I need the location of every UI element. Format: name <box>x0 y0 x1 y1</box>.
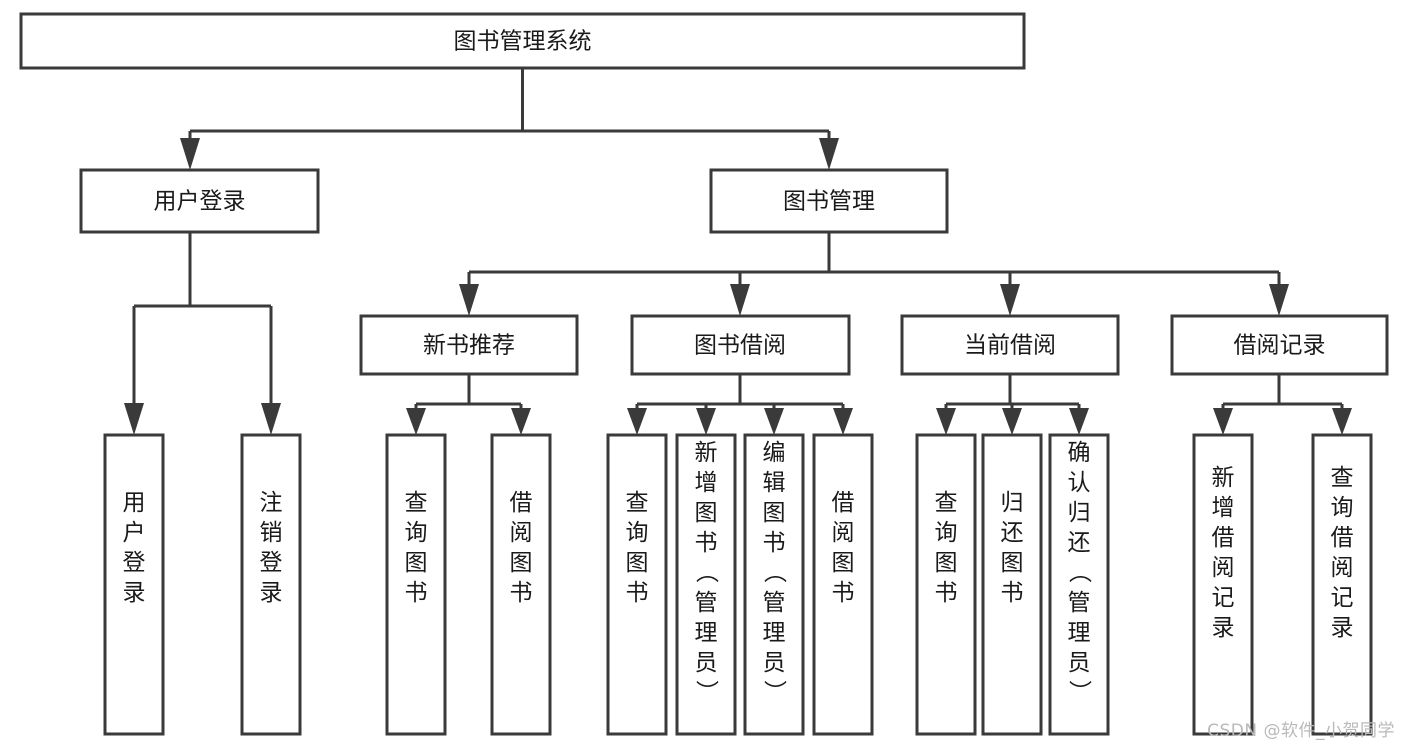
node-borrow-record[interactable]: 借阅记录 <box>1170 314 1389 376</box>
leaf-user-login-box[interactable] <box>103 433 165 736</box>
node-book-manage-label: 图书管理 <box>783 189 875 215</box>
node-new-book-rec-label: 新书推荐 <box>423 333 515 359</box>
leaf-node[interactable]: 确认归还（管理员） <box>1048 433 1110 736</box>
leaf-add-book-box[interactable] <box>675 433 737 736</box>
arrowhead-leaf-logout <box>261 403 281 435</box>
arrowhead-leaf-query-book-3 <box>936 408 956 435</box>
leaf-query-book-3-label: 查询图书 <box>935 490 958 606</box>
arrowhead-leaf-user-login <box>124 403 144 435</box>
leaf-node[interactable]: 查询图书 <box>385 433 447 736</box>
node-root-label: 图书管理系统 <box>454 29 592 55</box>
node-book-borrow-label: 图书借阅 <box>694 333 786 359</box>
arrowhead-to-user-login <box>180 138 200 170</box>
leaf-logout-label: 注销登录 <box>260 490 283 606</box>
leaf-user-login-label: 用户登录 <box>123 490 146 606</box>
leaf-node[interactable]: 注销登录 <box>240 433 302 736</box>
connector-group-borrow-record <box>1213 374 1352 435</box>
leaf-borrow-book-2-label: 借阅图书 <box>832 490 855 606</box>
leaf-add-book-label: 新增图书（管理员） <box>695 440 720 706</box>
leaf-query-book-1-label: 查询图书 <box>405 490 428 606</box>
node-book-manage-box[interactable] <box>709 168 949 234</box>
arrowhead-leaf-return-book <box>1002 408 1022 435</box>
arrowhead-leaf-confirm-return <box>1069 408 1089 435</box>
leaf-query-record-box[interactable] <box>1311 433 1373 736</box>
node-borrow-record-label: 借阅记录 <box>1234 333 1326 359</box>
node-new-book-rec[interactable]: 新书推荐 <box>359 314 579 376</box>
leaf-borrow-book-1-label: 借阅图书 <box>510 490 533 606</box>
node-borrow-record-box[interactable] <box>1170 314 1389 376</box>
node-user-login-box[interactable] <box>79 168 320 234</box>
node-current-borrow[interactable]: 当前借阅 <box>900 314 1120 376</box>
node-current-borrow-label: 当前借阅 <box>964 333 1056 359</box>
connector-group-book-manage <box>459 232 1289 316</box>
connector-group-root <box>180 68 839 170</box>
arrowhead-leaf-query-book-1 <box>406 408 426 435</box>
arrowhead-leaf-query-book-2 <box>627 408 647 435</box>
node-book-manage[interactable]: 图书管理 <box>709 168 949 234</box>
leaf-node[interactable]: 编辑图书（管理员） <box>743 433 805 736</box>
leaf-borrow-book-2-box[interactable] <box>812 433 874 736</box>
leaf-query-book-2-box[interactable] <box>606 433 668 736</box>
leaf-node[interactable]: 查询借阅记录 <box>1311 433 1373 736</box>
node-user-login[interactable]: 用户登录 <box>79 168 320 234</box>
leaf-return-book-box[interactable] <box>981 433 1043 736</box>
leaf-node[interactable]: 查询图书 <box>915 433 977 736</box>
arrowhead-leaf-add-book <box>696 408 716 435</box>
node-root-box[interactable] <box>19 12 1026 70</box>
arrowhead-to-borrow-record <box>1269 284 1289 316</box>
node-new-book-rec-box[interactable] <box>359 314 579 376</box>
arrowhead-leaf-borrow-book-2 <box>833 408 853 435</box>
connector-group-new-book-rec <box>406 374 531 435</box>
arrowhead-to-new-book-rec <box>459 284 479 316</box>
arrowhead-leaf-edit-book <box>764 408 784 435</box>
connector-group-book-borrow <box>627 374 853 435</box>
leaf-edit-book-box[interactable] <box>743 433 805 736</box>
leaf-node[interactable]: 借阅图书 <box>490 433 552 736</box>
leaf-node[interactable]: 新增图书（管理员） <box>675 433 737 736</box>
connector-group-current-borrow <box>936 374 1089 435</box>
connector-group-user-login <box>124 232 281 435</box>
node-book-borrow[interactable]: 图书借阅 <box>630 314 851 376</box>
node-book-borrow-box[interactable] <box>630 314 851 376</box>
leaf-logout-box[interactable] <box>240 433 302 736</box>
node-current-borrow-box[interactable] <box>900 314 1120 376</box>
leaf-query-record-label: 查询借阅记录 <box>1331 465 1354 641</box>
leaf-query-book-1-box[interactable] <box>385 433 447 736</box>
leaf-node[interactable]: 归还图书 <box>981 433 1043 736</box>
arrowhead-leaf-add-record <box>1213 408 1233 435</box>
csdn-watermark: CSDN @软件_小贺同学 <box>1207 721 1395 741</box>
leaf-add-record-box[interactable] <box>1192 433 1254 736</box>
node-root[interactable]: 图书管理系统 <box>19 12 1026 70</box>
arrowhead-to-book-manage <box>819 138 839 170</box>
leaf-confirm-return-label: 确认归还（管理员） <box>1068 440 1093 706</box>
leaf-node[interactable]: 新增借阅记录 <box>1192 433 1254 736</box>
node-user-login-label: 用户登录 <box>154 189 246 215</box>
arrowhead-to-current-borrow <box>1000 284 1020 316</box>
leaf-node[interactable]: 用户登录 <box>103 433 165 736</box>
arrowhead-leaf-query-record <box>1332 408 1352 435</box>
leaf-confirm-return-box[interactable] <box>1048 433 1110 736</box>
leaf-borrow-book-1-box[interactable] <box>490 433 552 736</box>
arrowhead-leaf-borrow-book-1 <box>511 408 531 435</box>
leaf-add-record-label: 新增借阅记录 <box>1212 465 1235 641</box>
arrowhead-to-book-borrow <box>730 284 750 316</box>
leaf-return-book-label: 归还图书 <box>1001 490 1024 606</box>
leaf-node[interactable]: 查询图书 <box>606 433 668 736</box>
leaf-query-book-2-label: 查询图书 <box>626 490 649 606</box>
leaf-node[interactable]: 借阅图书 <box>812 433 874 736</box>
leaf-query-book-3-box[interactable] <box>915 433 977 736</box>
leaf-edit-book-label: 编辑图书（管理员） <box>763 440 788 706</box>
